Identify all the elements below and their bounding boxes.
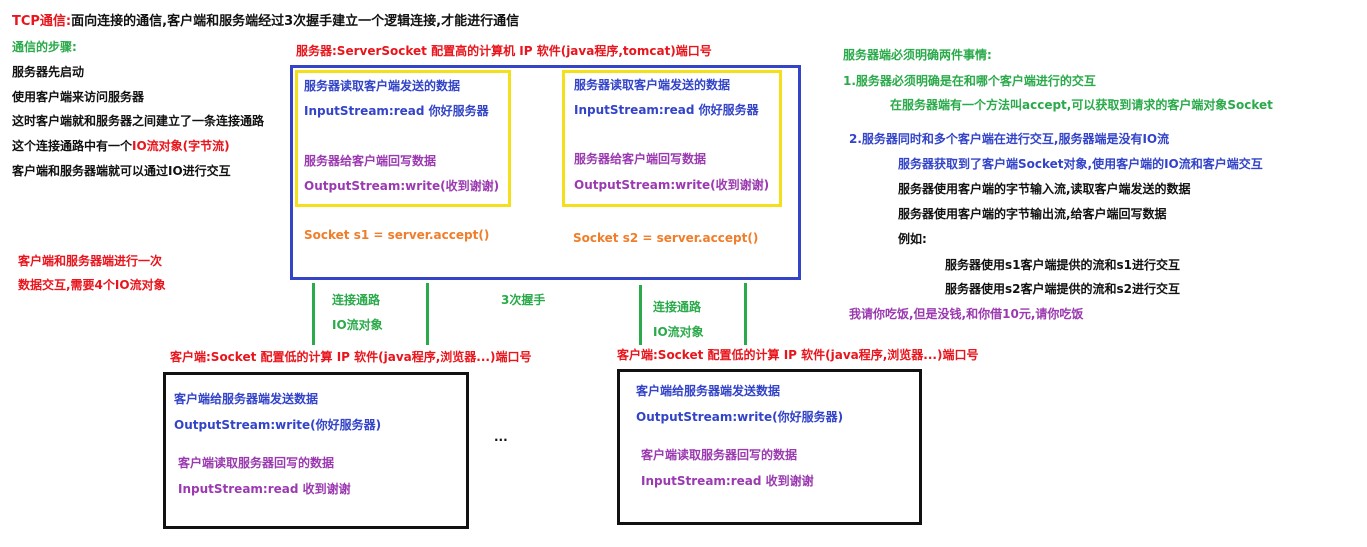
client-title: 客户端:Socket 配置低的计算 IP 软件(java程序,浏览器...)端口… bbox=[617, 348, 979, 362]
server-read-title: 服务器读取客户端发送的数据 bbox=[574, 78, 731, 92]
header: TCP通信:面向连接的通信,客户端和服务端经过3次握手建立一个逻辑连接,才能进行… bbox=[12, 14, 519, 30]
server-read-code: InputStream:read 你好服务器 bbox=[574, 103, 759, 117]
client-box-1 bbox=[163, 372, 469, 529]
socket-s1-accept: Socket s1 = server.accept() bbox=[304, 228, 490, 242]
steps-title: 通信的步骤: bbox=[12, 40, 77, 54]
example-item: 服务器使用s1客户端提供的流和s1进行交互 bbox=[945, 258, 1180, 272]
io-note-line1: 客户端和服务器端进行一次 bbox=[18, 254, 163, 268]
example-label: 例如: bbox=[898, 232, 927, 246]
note-point-2: 2.服务器同时和多个客户端在进行交互,服务器端是没有IO流 bbox=[849, 132, 1170, 146]
io-stream-label: IO流对象 bbox=[653, 325, 704, 339]
tcp-label: TCP通信: bbox=[12, 14, 72, 29]
server-write-code: OutputStream:write(收到谢谢) bbox=[304, 179, 500, 193]
server-write-title: 服务器给客户端回写数据 bbox=[304, 154, 437, 168]
tcp-description: 面向连接的通信,客户端和服务端经过3次握手建立一个逻辑连接,才能进行通信 bbox=[71, 14, 520, 29]
server-write-title: 服务器给客户端回写数据 bbox=[574, 152, 707, 166]
connection-line-s1-left bbox=[312, 283, 315, 345]
server-handler-s1 bbox=[295, 70, 511, 207]
server-handler-s2 bbox=[562, 70, 782, 207]
step-item: 这个连接通路中有一个IO流对象(字节流) bbox=[12, 139, 230, 153]
client-box-2 bbox=[617, 369, 922, 525]
server-box bbox=[290, 65, 801, 280]
client-read-title: 客户端读取服务器回写的数据 bbox=[641, 448, 798, 462]
server-title: 服务器:ServerSocket 配置高的计算机 IP 软件(java程序,to… bbox=[296, 44, 712, 58]
client-send-title: 客户端给服务器端发送数据 bbox=[174, 392, 319, 406]
connection-line-s2-right bbox=[744, 283, 747, 345]
client-read-code: InputStream:read 收到谢谢 bbox=[641, 474, 814, 488]
connection-label: 连接通路 bbox=[653, 300, 702, 314]
step-item: 客户端和服务器端就可以通过IO进行交互 bbox=[12, 164, 231, 178]
connection-label: 连接通路 bbox=[332, 293, 381, 307]
io-note-line2: 数据交互,需要4个IO流对象 bbox=[18, 278, 166, 292]
server-read-code: InputStream:read 你好服务器 bbox=[304, 104, 489, 118]
connection-line-s1-right bbox=[426, 283, 429, 345]
client-title: 客户端:Socket 配置低的计算 IP 软件(java程序,浏览器...)端口… bbox=[170, 350, 532, 364]
client-send-title: 客户端给服务器端发送数据 bbox=[636, 384, 781, 398]
analogy-note: 我请你吃饭,但是没钱,和你借10元,请你吃饭 bbox=[849, 307, 1084, 321]
client-read-code: InputStream:read 收到谢谢 bbox=[178, 482, 351, 496]
client-read-title: 客户端读取服务器回写的数据 bbox=[178, 456, 335, 470]
handshake-label: 3次握手 bbox=[501, 293, 546, 307]
step-item: 服务器先启动 bbox=[12, 65, 85, 79]
server-read-title: 服务器读取客户端发送的数据 bbox=[304, 79, 461, 93]
io-stream-highlight: IO流对象(字节流) bbox=[132, 139, 230, 153]
example-item: 服务器使用s2客户端提供的流和s2进行交互 bbox=[945, 282, 1180, 296]
step-item: 使用客户端来访问服务器 bbox=[12, 90, 145, 104]
ellipsis: ... bbox=[494, 430, 508, 444]
note-detail: 服务器使用客户端的字节输入流,读取客户端发送的数据 bbox=[898, 182, 1191, 196]
connection-line-s2-left bbox=[639, 285, 642, 345]
notes-title: 服务器端必须明确两件事情: bbox=[843, 48, 992, 62]
client-send-code: OutputStream:write(你好服务器) bbox=[174, 418, 382, 432]
note-point-1: 1.服务器必须明确是在和哪个客户端进行的交互 bbox=[843, 74, 1096, 88]
step-item: 这时客户端就和服务器之间建立了一条连接通路 bbox=[12, 114, 265, 128]
io-stream-label: IO流对象 bbox=[332, 318, 383, 332]
client-send-code: OutputStream:write(你好服务器) bbox=[636, 410, 844, 424]
server-write-code: OutputStream:write(收到谢谢) bbox=[574, 178, 770, 192]
note-detail: 服务器使用客户端的字节输出流,给客户端回写数据 bbox=[898, 207, 1167, 221]
step-item-prefix: 这个连接通路中有一个 bbox=[12, 139, 133, 153]
note-accept-detail: 在服务器端有一个方法叫accept,可以获取到请求的客户端对象Socket bbox=[890, 98, 1273, 112]
socket-s2-accept: Socket s2 = server.accept() bbox=[573, 231, 759, 245]
note-detail: 服务器获取到了客户端Socket对象,使用客户端的IO流和客户端交互 bbox=[898, 157, 1263, 171]
